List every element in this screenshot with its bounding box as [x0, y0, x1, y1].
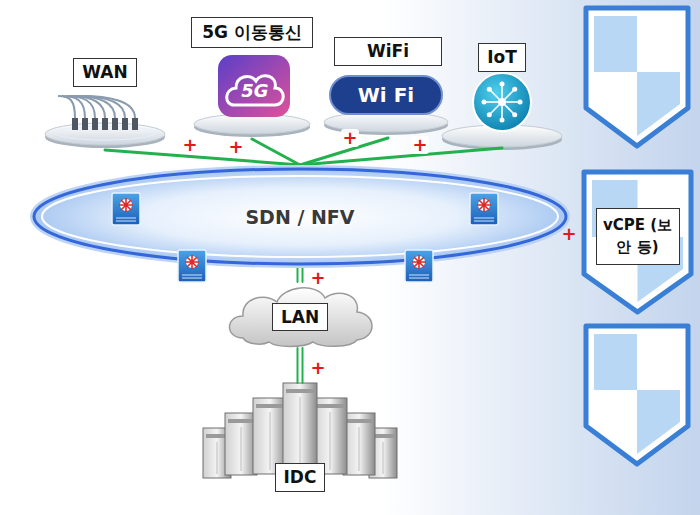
text-holder: IoT	[478, 43, 526, 72]
node-text: WiFi	[334, 37, 442, 66]
device-label-box: WAN	[40, 55, 170, 150]
text-holder: WiFi	[334, 37, 442, 66]
device-label-box: 5G 이동통신	[185, 14, 319, 139]
switch-icon	[112, 193, 140, 225]
node-text: 5G 이동통신	[191, 17, 313, 48]
shield-icon	[586, 326, 688, 464]
edge-label: +	[227, 138, 244, 156]
node-text: WAN	[73, 58, 136, 87]
shield-icon	[586, 8, 688, 146]
icon-text: 5G	[241, 82, 268, 100]
connector-line	[105, 150, 300, 165]
edge-label: +	[309, 359, 326, 377]
ellipse-glow	[34, 169, 566, 264]
connector-line	[302, 348, 304, 383]
device-label-box: IoT	[438, 40, 566, 148]
connector-line	[297, 268, 299, 282]
node-text: vCPE (보안 등)	[596, 208, 680, 265]
connector-line	[302, 268, 304, 282]
text-holder: IDC	[275, 463, 326, 492]
node-text: IDC	[275, 463, 326, 492]
icon-text: Wi Fi	[358, 85, 414, 105]
connector-line	[300, 148, 502, 165]
cloud-body	[230, 288, 373, 347]
lan-cloud: LAN	[221, 282, 379, 348]
wan-icon	[45, 96, 165, 148]
text-holder: WAN	[73, 58, 136, 87]
switch-icon	[178, 250, 206, 282]
text-holder: LAN	[272, 303, 328, 332]
network-ellipse: SDN / NFV	[30, 165, 570, 268]
ellipse-body	[34, 169, 566, 264]
node-text: IoT	[478, 43, 526, 72]
datacenter-servers: IDC	[195, 383, 405, 491]
ellipse-highlight	[42, 176, 558, 257]
edge-label: +	[181, 136, 198, 154]
shield-body	[584, 172, 691, 312]
plus-sign: +	[561, 225, 576, 243]
wifi-icon	[324, 76, 448, 135]
connector-line	[252, 139, 300, 165]
switch-icon	[405, 250, 433, 282]
text-holder: SDN / NFV	[245, 206, 354, 228]
text-holder: vCPE (보안 등)	[596, 208, 680, 265]
connector-line	[297, 348, 299, 383]
mobile-5g-icon	[194, 55, 310, 137]
shield-quadrants	[592, 180, 683, 307]
edge-label: +	[411, 136, 428, 154]
security-shield: vCPE (보안 등)	[580, 168, 695, 316]
node-text: SDN / NFV	[245, 206, 354, 228]
edge-label: +	[309, 269, 326, 287]
switch-icon	[470, 193, 498, 225]
iot-icon	[442, 73, 562, 150]
text-holder: 5G 이동통신	[191, 17, 313, 48]
node-text: LAN	[272, 303, 328, 332]
edge-label: +	[341, 129, 358, 147]
